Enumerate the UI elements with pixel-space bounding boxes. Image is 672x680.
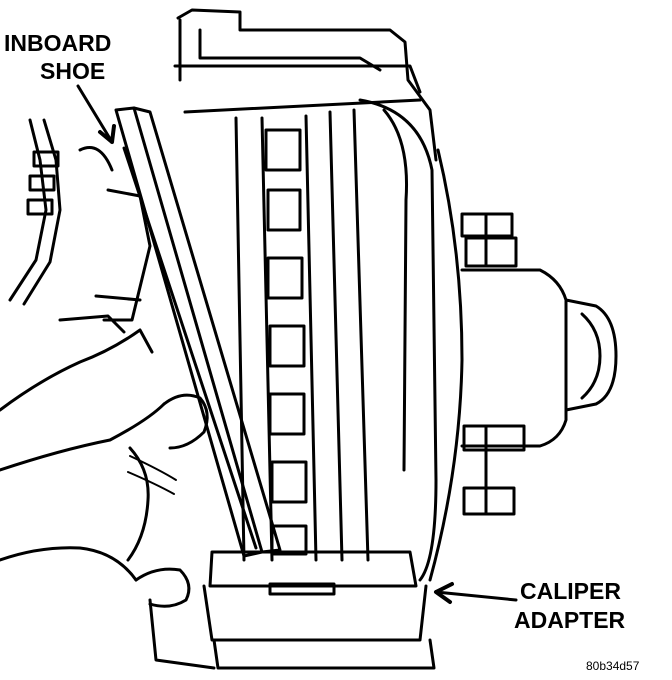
hand bbox=[0, 314, 209, 608]
caliper-adapter-label-line2: ADAPTER bbox=[514, 607, 626, 633]
leader-lines bbox=[76, 84, 518, 604]
inboard-shoe-label-line1: INBOARD bbox=[4, 30, 112, 56]
inboard-shoe bbox=[114, 106, 282, 558]
figure-code: 80b34d57 bbox=[586, 659, 640, 673]
brake-hose bbox=[8, 118, 152, 322]
wheel-hub bbox=[428, 148, 618, 582]
brake-rotor bbox=[234, 108, 370, 562]
inboard-shoe-label-line2: SHOE bbox=[40, 58, 106, 84]
knuckle-bracket bbox=[173, 8, 438, 162]
caliper-adapter-body bbox=[148, 98, 438, 670]
caliper-adapter-label-line1: CALIPER bbox=[520, 578, 621, 604]
